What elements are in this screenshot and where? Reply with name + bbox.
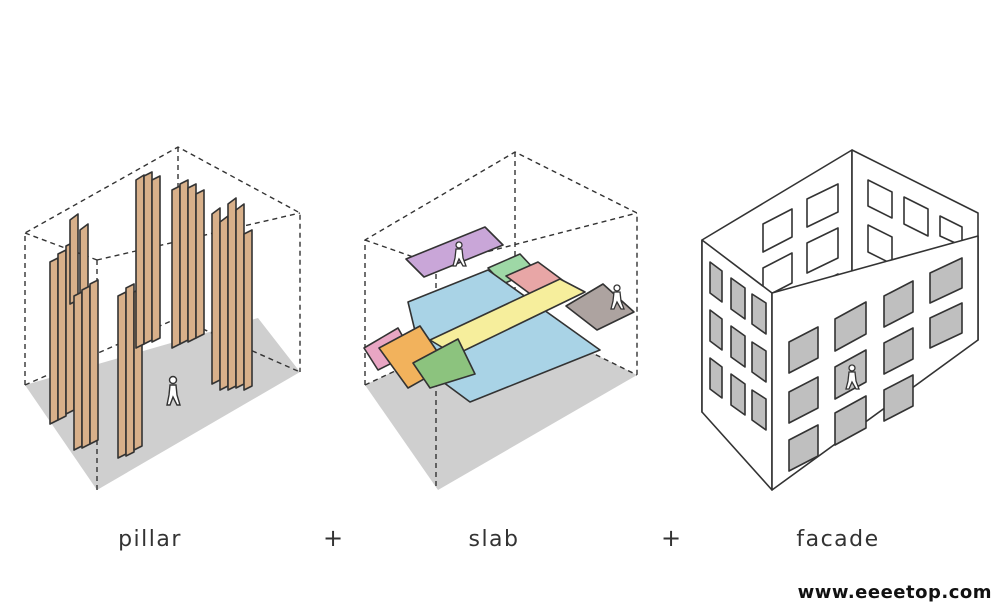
pillar-group: [49, 171, 253, 459]
facade-window: [883, 280, 914, 328]
facade-window: [788, 326, 819, 374]
pillar: [143, 171, 153, 345]
label-slab: slab: [468, 527, 520, 552]
person-figure: [610, 284, 625, 310]
plus-operator: +: [322, 524, 344, 552]
facade-window: [751, 389, 767, 431]
pillar: [117, 291, 127, 459]
person-figure: [452, 241, 467, 267]
slab-green: [412, 338, 476, 389]
slab-taupe: [565, 283, 635, 331]
pillar: [151, 175, 161, 343]
plus-operator: +: [660, 524, 682, 552]
person-figure: [166, 375, 181, 406]
slab-purple: [405, 226, 504, 278]
pillar: [49, 257, 59, 425]
label-facade: facade: [796, 527, 880, 552]
facade-window: [730, 325, 746, 368]
facade-window: [709, 261, 723, 303]
facade-window: [788, 376, 819, 424]
pillar: [69, 213, 79, 305]
facade-window: [883, 327, 914, 375]
pillar: [235, 203, 245, 389]
pillar: [171, 185, 181, 349]
facade-window: [929, 302, 963, 349]
pillar: [89, 279, 99, 445]
facade-front-face: [771, 235, 979, 491]
pillar: [219, 215, 229, 391]
facade-windows-front: [788, 257, 963, 472]
pillar: [57, 249, 67, 421]
facade-window: [751, 293, 767, 335]
pillar: [211, 207, 221, 385]
pillar: [179, 179, 189, 345]
pillar-diagram: [24, 146, 301, 490]
facade-diagram: [701, 149, 979, 491]
pillar: [125, 283, 135, 457]
pillar: [81, 285, 91, 449]
facade-window: [788, 424, 819, 472]
facade-window: [834, 301, 867, 352]
pillar: [243, 229, 253, 391]
pillar: [135, 174, 145, 349]
pillar: [73, 291, 83, 451]
facade-window: [730, 373, 746, 416]
watermark: www.eeeetop.com: [797, 582, 992, 603]
pillar: [195, 189, 205, 339]
facade-window: [883, 374, 914, 422]
facade-window: [834, 395, 867, 446]
person-figure: [845, 364, 860, 390]
facade-window: [929, 257, 963, 304]
facade-window: [709, 357, 723, 399]
slab-layers: [363, 226, 635, 403]
slab-diagram: [363, 151, 638, 490]
pillar: [187, 183, 197, 343]
pillar: [227, 197, 237, 391]
facade-window: [751, 341, 767, 383]
facade-windows-left: [709, 261, 767, 431]
facade-window: [730, 277, 746, 320]
facade-window: [709, 309, 723, 351]
label-pillar: pillar: [118, 527, 182, 552]
